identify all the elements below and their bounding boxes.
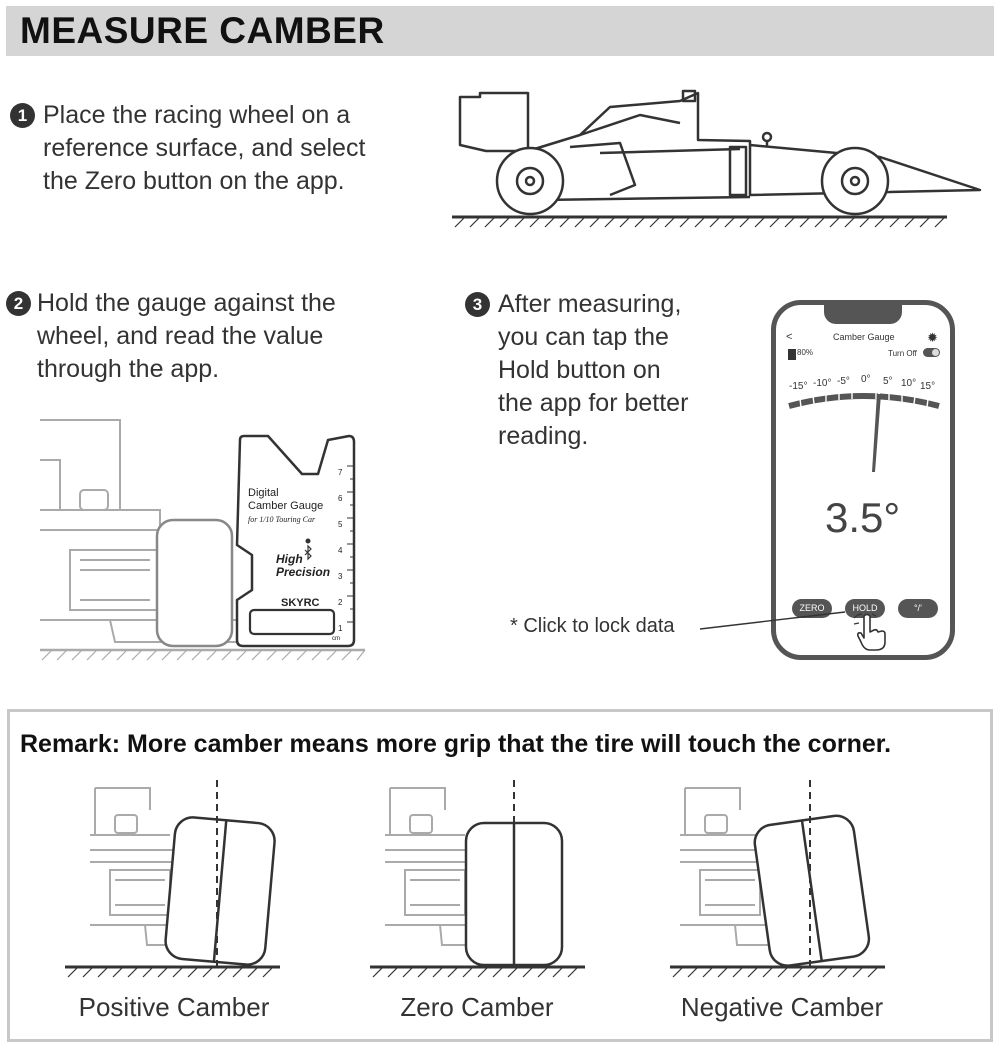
turn-off-toggle[interactable] xyxy=(923,348,940,357)
gauge-card-line-2: Camber Gauge xyxy=(248,500,324,512)
zero-button[interactable]: ZERO xyxy=(792,599,832,618)
note-leader-line xyxy=(699,611,846,630)
negative-camber-diagram xyxy=(670,780,885,978)
step-2-line-2: wheel, and read the value xyxy=(37,322,324,350)
phone-notch xyxy=(824,304,902,324)
gauge-card-brand: SKYRC xyxy=(281,597,320,609)
gauge-card-line-1: Digital xyxy=(248,487,279,499)
gear-icon[interactable]: ✹ xyxy=(927,330,938,345)
scale-label: -10° xyxy=(813,378,832,389)
unit-toggle-button[interactable]: °/’ xyxy=(898,599,938,618)
hold-note: * Click to lock data xyxy=(510,615,675,637)
step-3-line-4: the app for better xyxy=(498,389,689,417)
hold-button[interactable]: HOLD xyxy=(845,599,885,618)
step-2-line-1: Hold the gauge against the xyxy=(37,289,336,317)
scale-label: 15° xyxy=(920,381,936,392)
title-bar: MEASURE CAMBER xyxy=(6,6,994,56)
gauge-card-ruler-numbers: 7 6 5 4 3 2 1 xyxy=(338,460,342,642)
battery-level: 80% xyxy=(797,348,814,357)
step-1: 1 Place the racing wheel on a reference s… xyxy=(10,99,430,198)
scale-label: -15° xyxy=(789,381,808,392)
camber-reading: 3.5° xyxy=(825,494,901,541)
scale-label: 5° xyxy=(883,376,893,387)
zero-camber-diagram xyxy=(370,780,585,978)
step-2-line-3: through the app. xyxy=(37,355,220,383)
ruler-number: 3 xyxy=(338,572,343,581)
step-3-line-1: After measuring, xyxy=(498,290,682,318)
step-1-number: 1 xyxy=(10,103,35,128)
ruler-number: 2 xyxy=(338,598,343,607)
gauge-card-precision: High Precision xyxy=(276,553,330,579)
step-3-line-3: Hold button on xyxy=(498,356,661,384)
page-title: MEASURE CAMBER xyxy=(20,10,385,51)
caption-negative-camber: Negative Camber xyxy=(680,992,884,1022)
ruler-number: 5 xyxy=(338,520,343,529)
ruler-number: 4 xyxy=(338,546,343,555)
phone-app-title: Camber Gauge xyxy=(833,332,895,342)
gauge-card-label: Digital Camber Gauge for 1/10 Touring Ca… xyxy=(248,487,323,526)
step-3-line-2: you can tap the xyxy=(498,323,669,351)
ruler-number: 7 xyxy=(338,468,343,477)
step-1-line-2: reference surface, and select xyxy=(43,134,366,162)
positive-camber-diagram xyxy=(65,780,280,978)
ruler-number: 1 xyxy=(338,624,343,633)
gauge-on-wheel-illustration xyxy=(40,419,366,661)
step-1-line-1: Place the racing wheel on a xyxy=(43,101,351,129)
step-3: 3 After measuring, you can tap the Hold b… xyxy=(465,288,765,453)
scale-label: -5° xyxy=(837,376,850,387)
ruler-number: 6 xyxy=(338,494,343,503)
step-2-number: 2 xyxy=(6,291,31,316)
step-1-line-3: the Zero button on the app. xyxy=(43,167,345,195)
scale-label: 10° xyxy=(901,378,917,389)
battery-icon xyxy=(788,349,796,360)
gauge-card-unit: cm xyxy=(332,636,340,642)
step-3-number: 3 xyxy=(465,292,490,317)
caption-zero-camber: Zero Camber xyxy=(400,992,554,1022)
scale-label: 0° xyxy=(861,374,871,385)
gauge-card-line-3: for 1/10 Touring Car xyxy=(248,515,316,524)
race-car-illustration xyxy=(452,89,982,228)
gauge-card-precision-1: High xyxy=(276,552,303,566)
tap-hand-icon xyxy=(853,613,886,651)
gauge-card-precision-2: Precision xyxy=(276,565,331,579)
remark-text: Remark: More camber means more grip that… xyxy=(20,730,892,758)
caption-positive-camber: Positive Camber xyxy=(78,992,270,1022)
phone-back-button[interactable]: < xyxy=(786,331,793,343)
camber-dial xyxy=(788,390,940,472)
step-3-line-5: reading. xyxy=(498,422,589,450)
toggle-label: Turn Off xyxy=(888,349,917,358)
